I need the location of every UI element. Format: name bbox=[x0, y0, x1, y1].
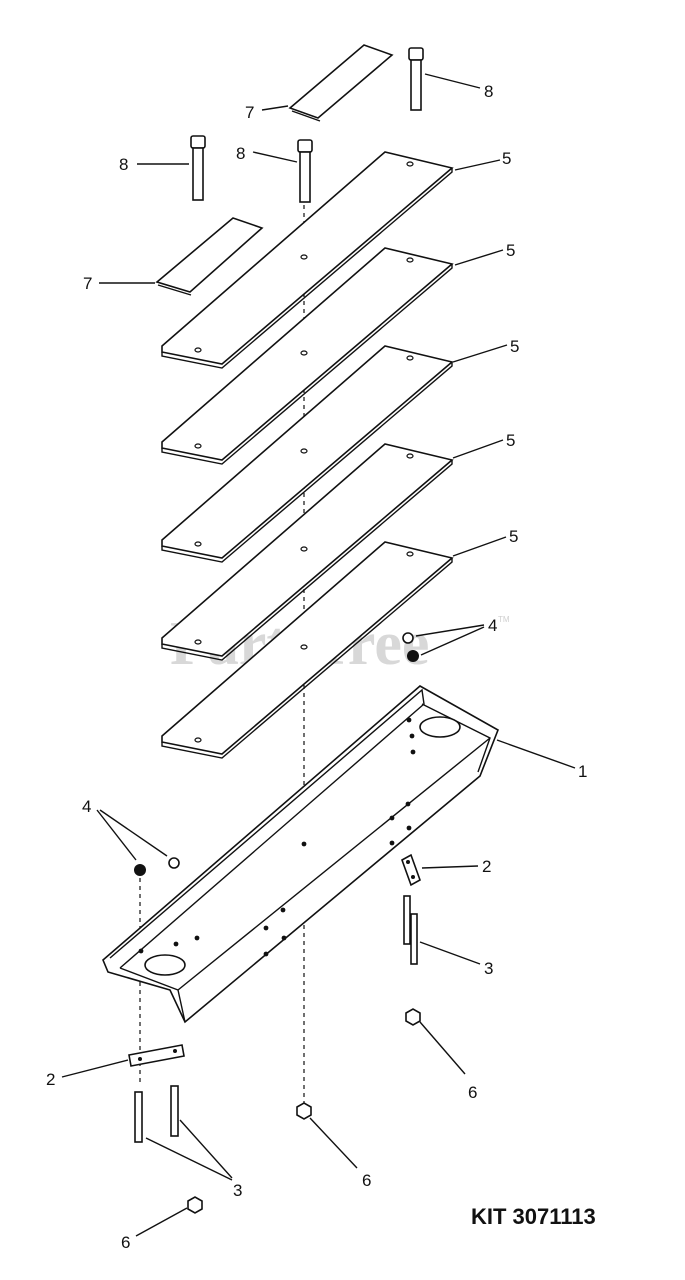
callout-5: 5 bbox=[510, 337, 519, 356]
bracket-part-2-right bbox=[401, 853, 421, 887]
callout-5: 5 bbox=[506, 241, 515, 260]
watermark-tm: TM bbox=[498, 615, 510, 624]
callout-6: 6 bbox=[468, 1083, 477, 1102]
callout-5: 5 bbox=[509, 527, 518, 546]
callout-8: 8 bbox=[119, 155, 128, 174]
callout-2: 2 bbox=[482, 857, 491, 876]
kit-label: KIT 3071113 bbox=[471, 1204, 596, 1229]
strip-part-7-left bbox=[155, 217, 264, 296]
bracket-part-2-left bbox=[128, 1044, 185, 1067]
plate-part-5 bbox=[161, 443, 454, 661]
callout-labels: 8 7 8 8 7 5 5 5 5 5 4 1 4 2 3 6 2 6 3 6 bbox=[46, 82, 587, 1252]
bolt-part-8-mid bbox=[297, 139, 313, 203]
plate-part-5 bbox=[161, 151, 454, 369]
callout-6: 6 bbox=[121, 1233, 130, 1252]
callout-4: 4 bbox=[488, 616, 497, 635]
callout-6: 6 bbox=[362, 1171, 371, 1190]
callout-5: 5 bbox=[502, 149, 511, 168]
nut-part-4-left bbox=[134, 857, 180, 876]
plate-part-5 bbox=[161, 541, 454, 759]
bolt-part-8-left bbox=[190, 135, 206, 201]
callout-8: 8 bbox=[484, 82, 493, 101]
nut-part-6-mid bbox=[296, 1102, 312, 1120]
callout-8: 8 bbox=[236, 144, 245, 163]
callout-3: 3 bbox=[484, 959, 493, 978]
bolt-part-8-top bbox=[408, 47, 424, 111]
plate-part-5 bbox=[161, 247, 454, 465]
callout-7: 7 bbox=[83, 274, 92, 293]
callout-3: 3 bbox=[233, 1181, 242, 1200]
callout-4: 4 bbox=[82, 797, 91, 816]
nut-part-4-right bbox=[402, 632, 419, 662]
callout-5: 5 bbox=[506, 431, 515, 450]
callout-1: 1 bbox=[578, 762, 587, 781]
pin-part-3-right bbox=[403, 895, 418, 965]
strip-part-7-top bbox=[288, 44, 394, 122]
nut-part-6-right bbox=[405, 1008, 421, 1026]
nut-part-6-left bbox=[187, 1196, 203, 1214]
callout-7: 7 bbox=[245, 103, 254, 122]
pin-part-3-left bbox=[134, 1085, 179, 1143]
callout-2: 2 bbox=[46, 1070, 55, 1089]
leader-lines bbox=[61, 73, 576, 1237]
plate-stack-part-5 bbox=[161, 151, 454, 759]
channel-frame-part-1 bbox=[102, 685, 499, 1024]
plate-part-5 bbox=[161, 345, 454, 563]
